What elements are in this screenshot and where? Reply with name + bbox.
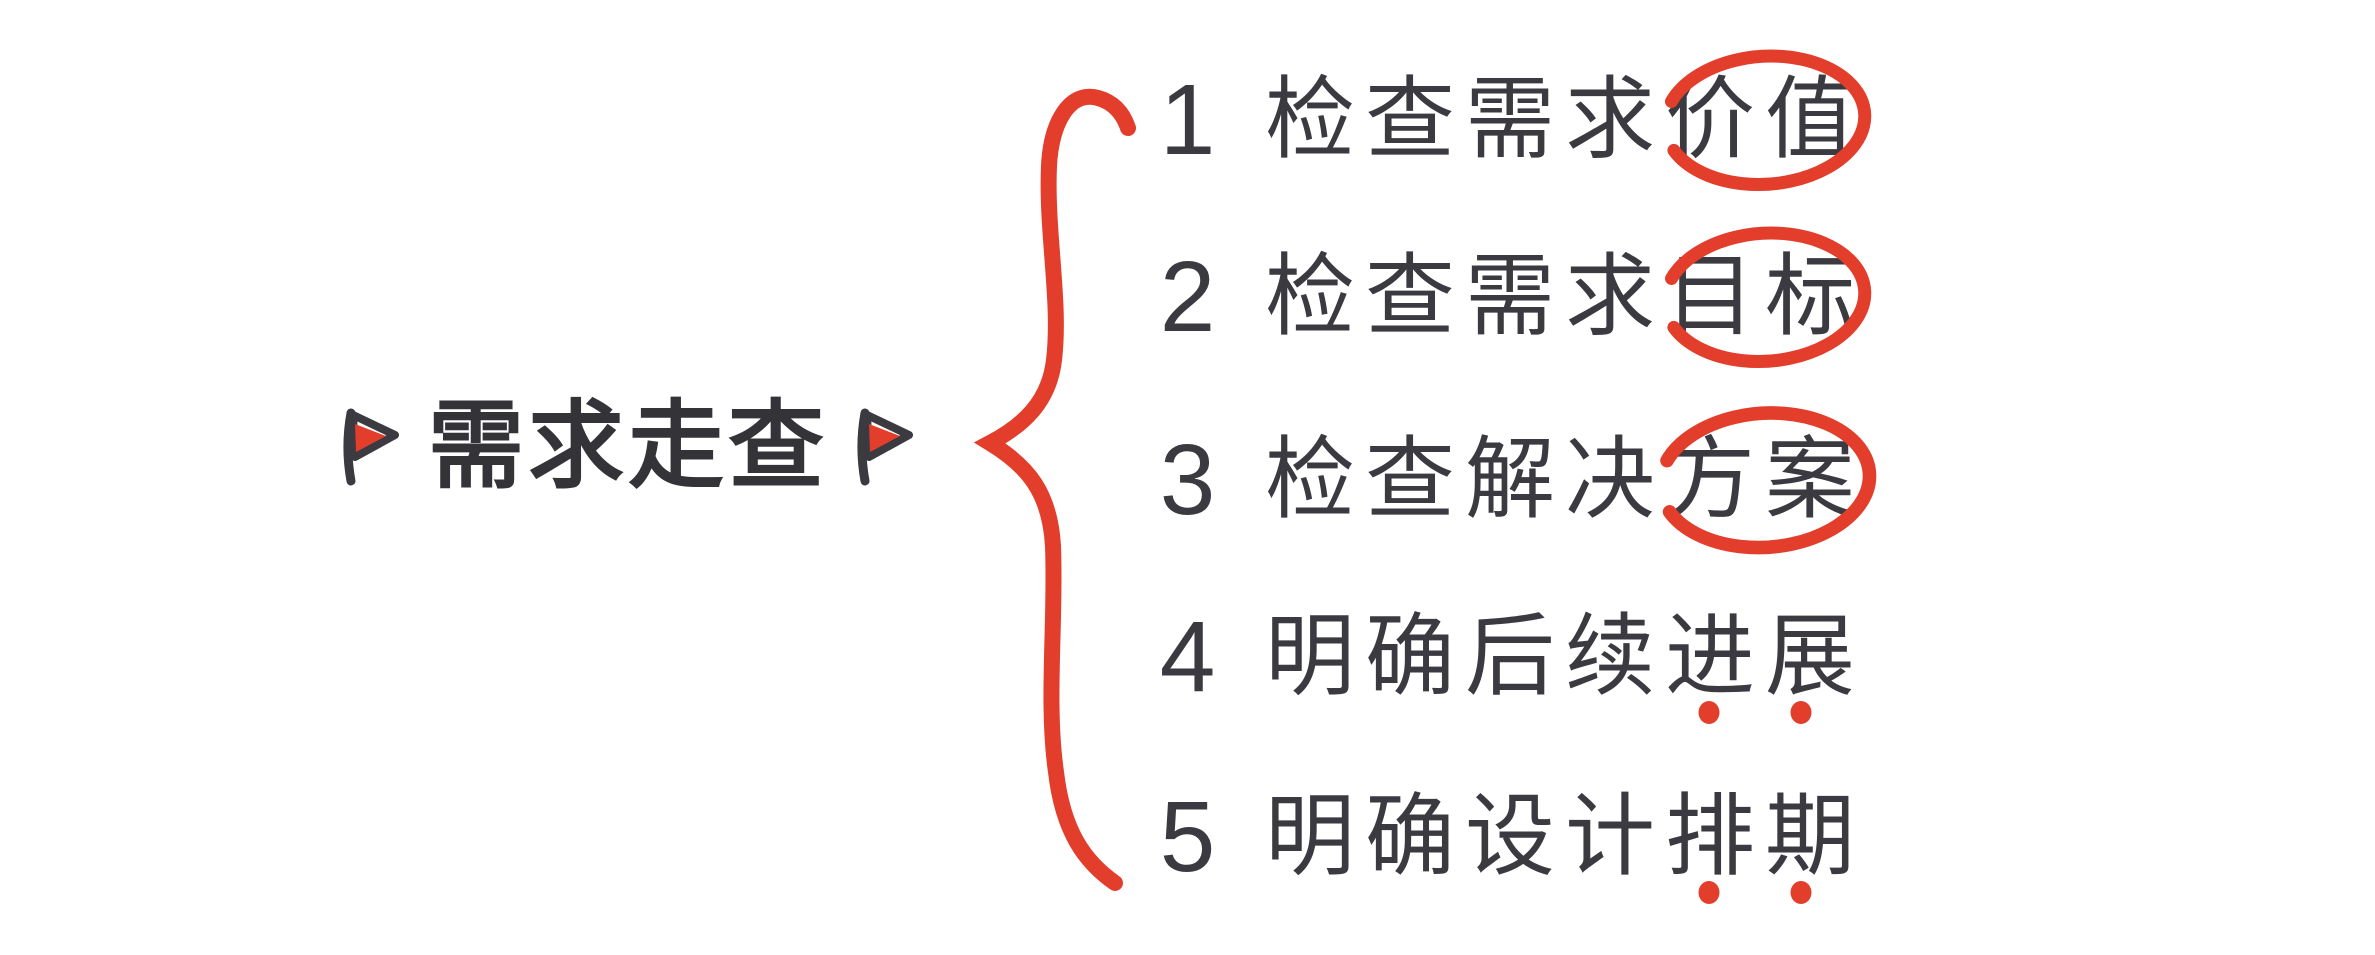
item-number: 2	[1159, 241, 1216, 353]
emphasis-dot-icon	[1790, 881, 1812, 904]
item-emphasis: 价值	[1664, 49, 1872, 192]
topic-title: 需求走查	[428, 393, 828, 500]
item-text-prefix: 明确设计	[1265, 787, 1665, 887]
item-text: 明确设计排期	[1265, 777, 1865, 904]
item-text-prefix: 检查需求	[1265, 247, 1665, 347]
curly-brace	[973, 88, 1136, 891]
item-text-prefix: 检查解决	[1265, 430, 1665, 530]
item-text: 检查需求价值	[1265, 49, 1872, 192]
emphasis-dot-icon	[1698, 881, 1720, 904]
item-text: 检查解决方案	[1265, 406, 1877, 555]
item-text-prefix: 明确后续	[1265, 607, 1665, 707]
item-number: 1	[1159, 64, 1216, 176]
item-text: 检查需求目标	[1265, 226, 1872, 369]
item-emphasis-text: 排期	[1665, 787, 1865, 887]
item-emphasis-text: 方案	[1665, 430, 1865, 530]
item-text: 明确后续进展	[1265, 597, 1865, 724]
list-item-5: 5 明确设计排期	[1130, 777, 1865, 904]
list-item-4: 4 明确后续进展	[1130, 597, 1865, 724]
item-emphasis: 进展	[1665, 597, 1865, 724]
emphasis-dot-icon	[1698, 701, 1720, 724]
list-item-1: 1 检查需求价值	[1130, 49, 1872, 192]
item-number: 3	[1159, 424, 1216, 536]
emphasis-dot-icon	[1790, 701, 1812, 724]
list-item-3: 3 检查解决方案	[1130, 406, 1877, 555]
item-number: 5	[1159, 781, 1216, 893]
item-emphasis-text: 价值	[1665, 70, 1865, 170]
flag-icon	[857, 408, 913, 486]
item-text-prefix: 检查需求	[1265, 70, 1665, 170]
item-number: 4	[1159, 601, 1216, 713]
list-item-2: 2 检查需求目标	[1130, 226, 1872, 369]
flag-icon	[343, 408, 399, 486]
item-emphasis-text: 进展	[1665, 607, 1865, 707]
item-emphasis: 方案	[1660, 406, 1877, 555]
item-emphasis: 排期	[1665, 777, 1865, 904]
item-emphasis-text: 目标	[1665, 247, 1865, 347]
topic-title-group: 需求走查	[342, 387, 914, 507]
item-emphasis: 目标	[1664, 226, 1872, 369]
